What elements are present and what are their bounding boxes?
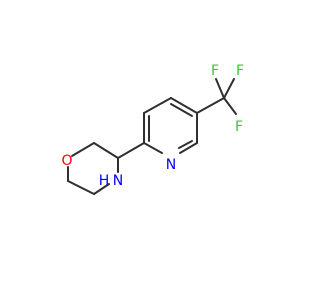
bond-cf3-f-top-left [215,78,225,99]
bond-c2-c3 [93,142,119,159]
bond-py-c6-n [179,142,198,154]
fluorine-top-left-label: F [211,63,219,79]
bond-py-n-c2 [143,142,163,154]
double-bond-py-c4-c5 [170,103,193,117]
bond-py-c3-c4 [143,97,172,114]
pyridine-nitrogen-label: N [166,157,176,173]
bond-cf3-f-right [223,97,237,115]
bond-py-c5-cf3 [196,97,225,114]
ring-nitrogen-nh-label: N [113,173,123,189]
chemical-structure: O N H N F F F [61,63,245,195]
bond-o-c2 [71,142,95,157]
fluorine-top-right-label: F [236,63,244,79]
bond-n4-c5 [93,183,110,195]
oxygen-atom-label: O [61,153,72,169]
bond-py-c4-c5 [170,97,198,114]
double-bond-py-c6-n [178,140,193,149]
bond-morpholine-pyridine [117,142,145,159]
bond-c5-c6 [67,180,95,195]
ring-nitrogen-hydrogen-label: H [99,173,110,189]
fluorine-right-label: F [235,119,243,135]
bond-cf3-f-top-right [223,78,235,99]
